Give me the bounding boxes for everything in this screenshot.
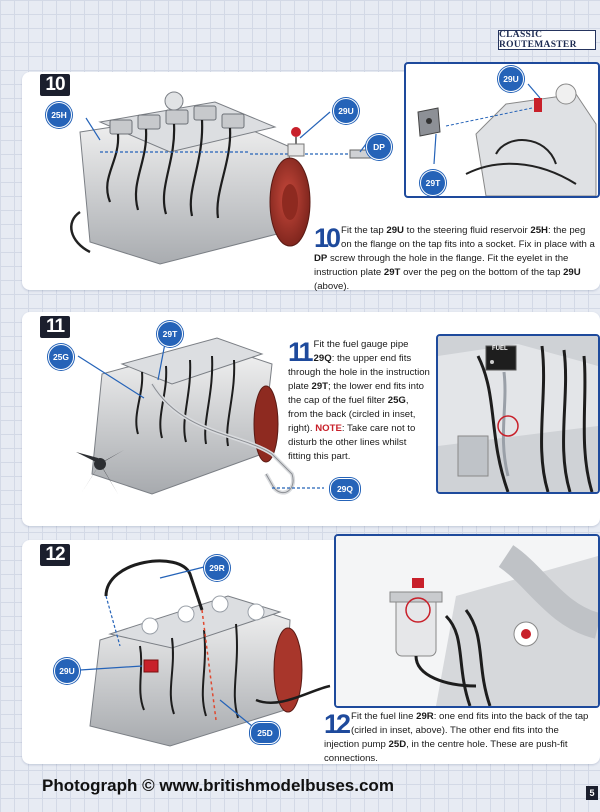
step-11-number: 11 bbox=[40, 316, 70, 338]
callout-29T: 29T bbox=[420, 170, 446, 196]
fuel-label-text: FUEL bbox=[492, 346, 508, 352]
tap-part bbox=[143, 659, 159, 673]
t: over the peg on the bottom of the tap bbox=[400, 267, 564, 278]
inset-11-illustration bbox=[438, 336, 598, 492]
step-11-engine-illustration bbox=[76, 337, 324, 495]
t: Fit the fuel line bbox=[351, 711, 417, 722]
t: : one end fits into the back of the tap … bbox=[324, 711, 589, 750]
step-10-number: 10 bbox=[40, 74, 70, 96]
fuel-label-plate bbox=[485, 345, 517, 371]
t: Fit the tap bbox=[341, 225, 387, 236]
t: : the upper end fits through the hole in… bbox=[288, 353, 430, 392]
step-12-number: 12 bbox=[40, 544, 70, 566]
callout-29U: 29U bbox=[54, 658, 80, 684]
tap-part bbox=[287, 127, 305, 157]
t: ; the lower end fits into the cap of the… bbox=[288, 381, 425, 406]
note-label: NOTE bbox=[315, 423, 342, 434]
part-ref: 29T bbox=[311, 381, 329, 392]
callout-25G: 25G bbox=[48, 344, 74, 370]
step-11-inset: FUEL bbox=[436, 334, 600, 494]
callout-25D: 25D bbox=[250, 722, 280, 744]
callout-29T: 29T bbox=[157, 321, 183, 347]
instruction-plate-part bbox=[417, 107, 441, 137]
callout-DP: DP bbox=[366, 134, 392, 160]
t: , from the back (circled in inset, right… bbox=[288, 395, 416, 434]
inset-12-illustration bbox=[336, 536, 598, 706]
fan-part bbox=[76, 450, 124, 494]
fuel-filter-part bbox=[389, 591, 443, 657]
t: screw through the hole in the flange. Fi… bbox=[314, 253, 569, 278]
callout-29Q: 29Q bbox=[330, 478, 360, 500]
t: to the steering fluid reservoir bbox=[403, 225, 531, 236]
inset-10-illustration bbox=[417, 83, 597, 196]
part-ref: 29R bbox=[416, 711, 434, 722]
t: Fit the fuel gauge pipe bbox=[313, 339, 409, 350]
part-ref: 29T bbox=[383, 267, 401, 278]
step-12-drop-number: 12 bbox=[324, 709, 351, 739]
photo-credit: Photograph © www.britishmodelbuses.com bbox=[42, 776, 394, 795]
part-ref: 29Q bbox=[313, 353, 332, 364]
part-ref: DP bbox=[314, 253, 328, 264]
part-ref: 29U bbox=[386, 225, 404, 236]
step-10-drop-number: 10 bbox=[314, 223, 341, 253]
t: , in the centre hole. These are push-fit… bbox=[324, 739, 568, 764]
t: : Take care not to disturb the other lin… bbox=[288, 423, 416, 462]
step-10-inset: 29U 29T bbox=[404, 62, 600, 198]
step-12-inset bbox=[334, 534, 600, 708]
part-ref: 25H bbox=[530, 225, 548, 236]
part-ref: 29U bbox=[563, 267, 581, 278]
part-ref: 25D bbox=[388, 739, 407, 750]
page-number: 5 bbox=[586, 786, 598, 800]
t: : the peg on the flange on the tap fits … bbox=[341, 225, 595, 250]
inset-callout-29U: 29U bbox=[498, 66, 524, 92]
series-title: CLASSIC ROUTEMASTER bbox=[498, 30, 596, 50]
callout-29R: 29R bbox=[204, 555, 230, 581]
step-10-engine-illustration bbox=[70, 91, 373, 265]
callout-29U: 29U bbox=[333, 98, 359, 124]
step-12-engine-illustration bbox=[79, 559, 331, 747]
callout-25H: 25H bbox=[46, 102, 72, 128]
step-11-drop-number: 11 bbox=[288, 337, 313, 367]
t: (above). bbox=[314, 281, 350, 292]
part-ref: 25G bbox=[387, 395, 406, 406]
